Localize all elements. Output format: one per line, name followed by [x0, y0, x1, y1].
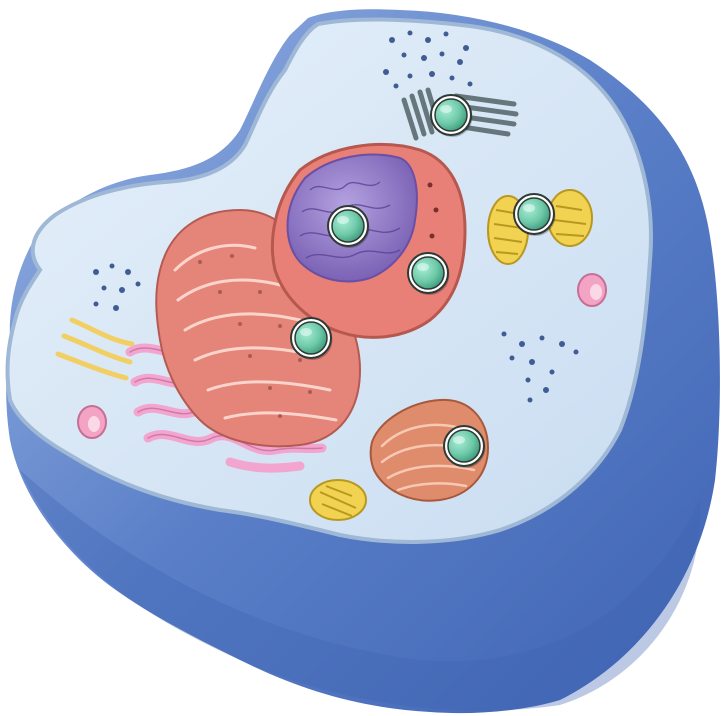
marker-circle-icon [331, 209, 365, 243]
hotspot-golgi[interactable] [443, 425, 486, 468]
vesicle-left [77, 405, 107, 439]
ribosomes-right [501, 331, 579, 403]
marker-circle-icon [447, 429, 481, 463]
hotspot-nucleus[interactable] [327, 205, 370, 248]
marker-circle-icon [294, 321, 328, 355]
marker-circle-icon [434, 98, 468, 132]
nucleus [270, 143, 467, 339]
mitochondrion-bottom [309, 479, 367, 521]
hotspot-mitochondrion[interactable] [513, 193, 556, 236]
marker-circle-icon [411, 256, 445, 290]
vesicle-right [577, 273, 607, 307]
hotspot-nuclear-envelope[interactable] [407, 252, 450, 295]
hotspot-rough-er[interactable] [290, 317, 333, 360]
hotspot-layer [290, 94, 556, 468]
cell-outer-shadow [20, 470, 701, 711]
hotspot-centrosome[interactable] [430, 94, 473, 137]
ribosomes-left [93, 263, 141, 311]
golgi-apparatus [369, 398, 490, 502]
marker-circle-icon [517, 197, 551, 231]
ribosomes-top [383, 30, 473, 89]
cytoskeleton [55, 317, 135, 381]
